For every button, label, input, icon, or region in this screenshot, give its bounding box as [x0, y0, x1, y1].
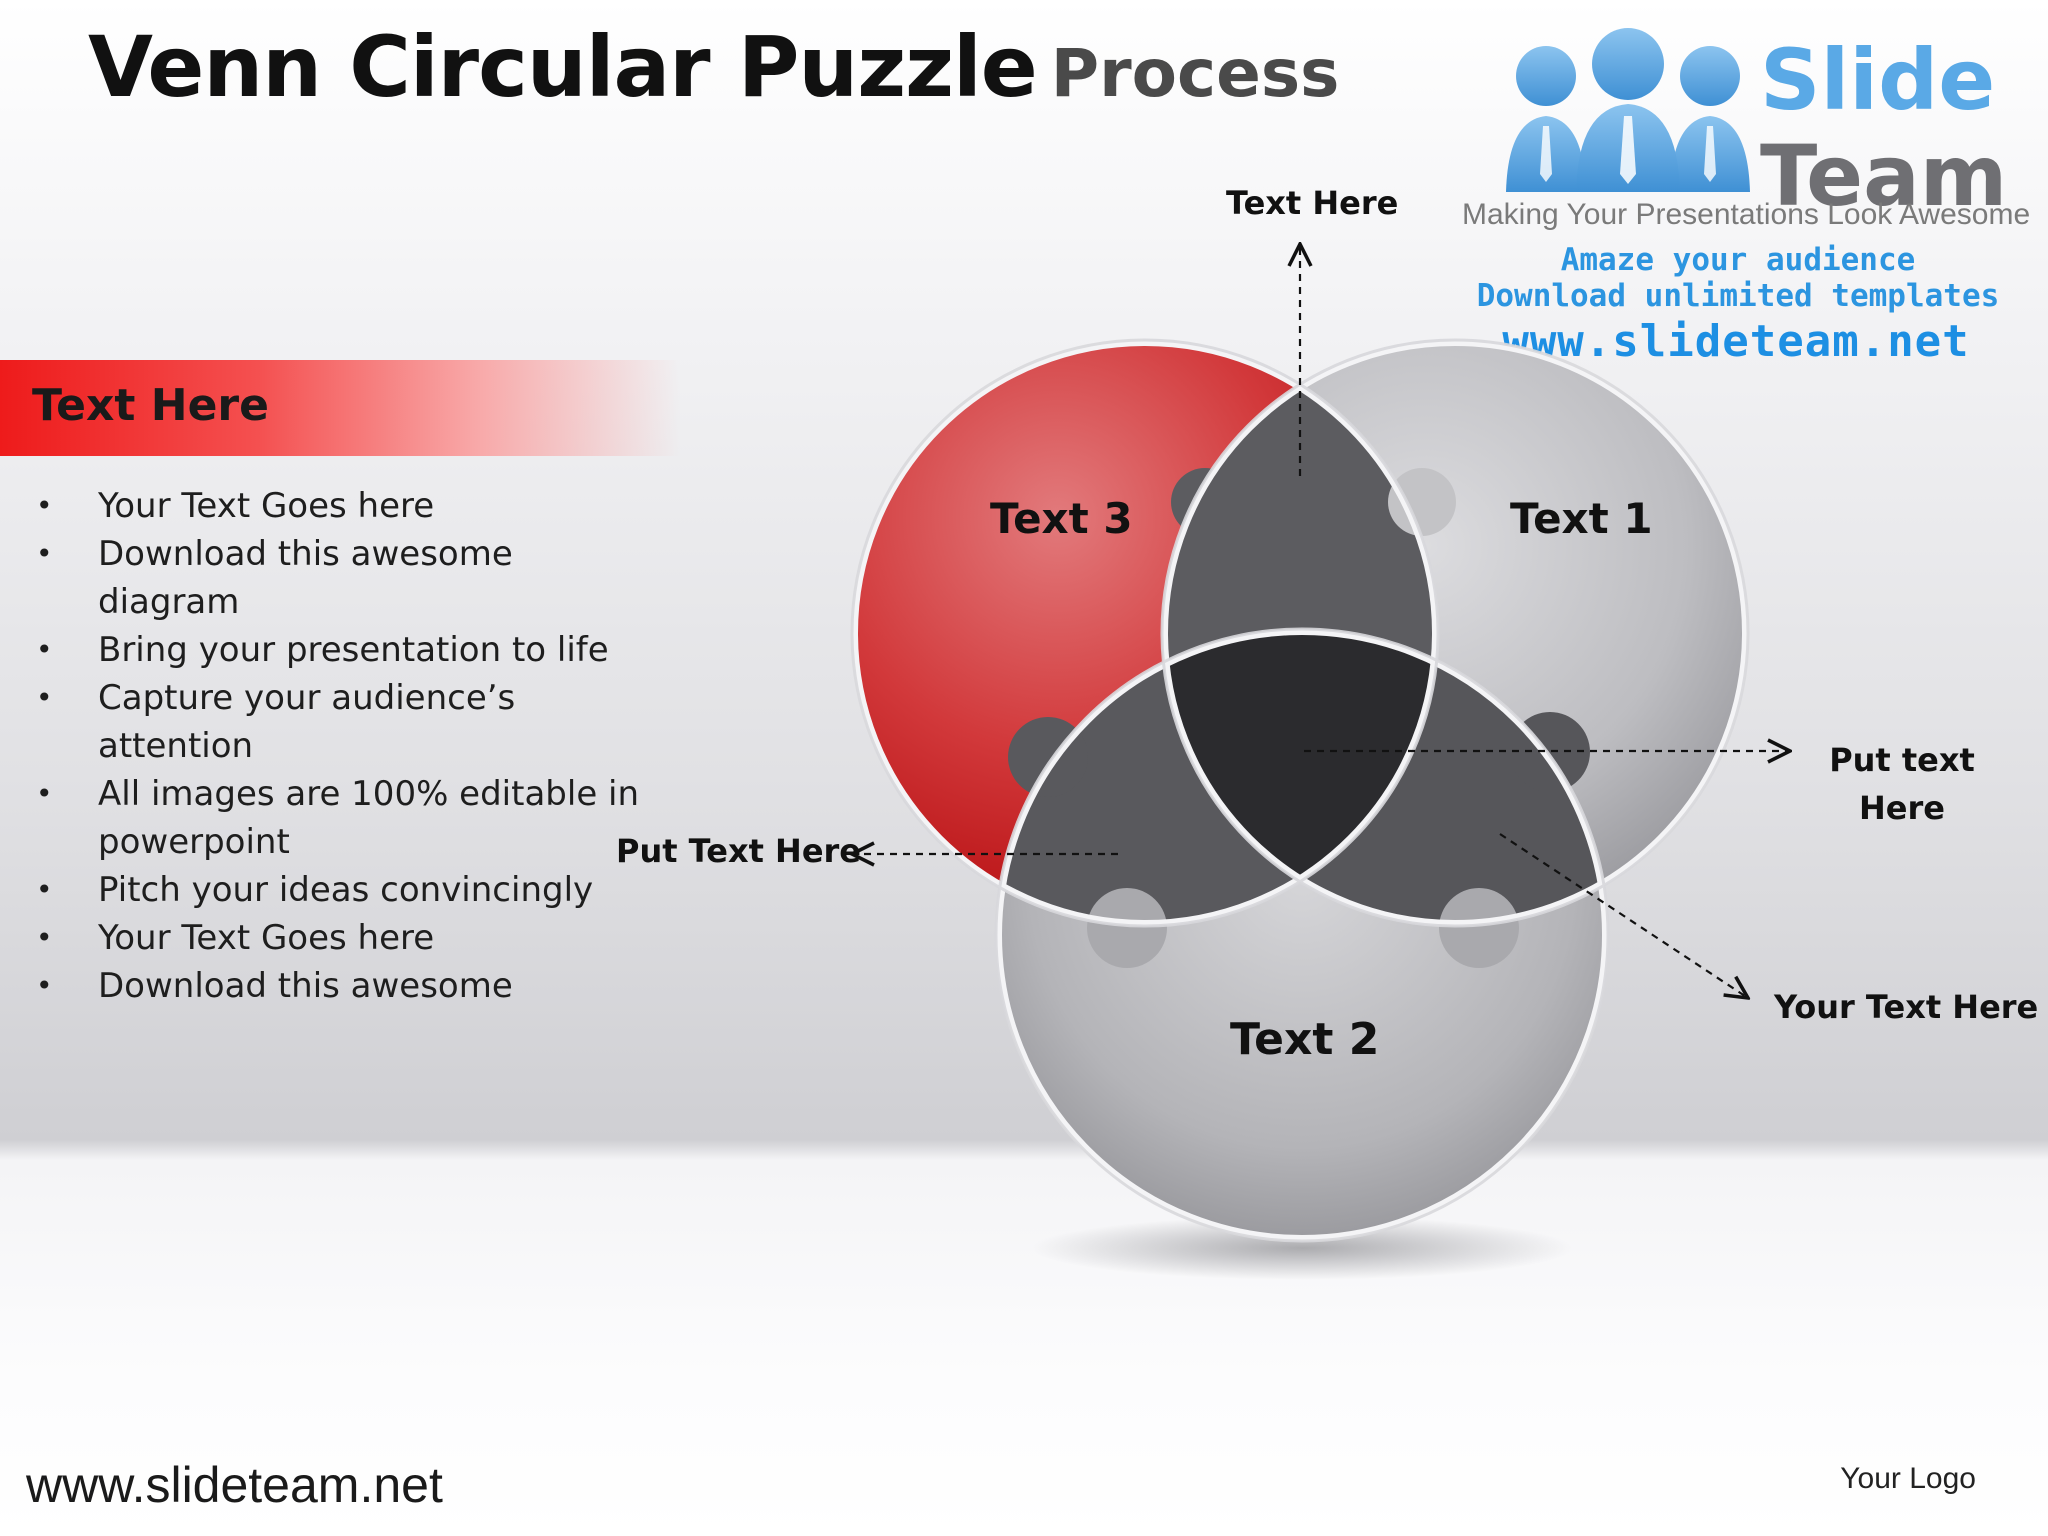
venn-label-text-1: Text 1	[1510, 494, 1653, 543]
bullet-text: Your Text Goes here	[98, 486, 435, 526]
bullet-dot-icon: •	[36, 633, 53, 666]
bullet-text: All images are 100% editable in powerpoi…	[98, 774, 640, 862]
overlap-text1-text2	[1165, 632, 1605, 923]
bullet-dot-icon: •	[36, 921, 53, 954]
callout-left-text: Put Text Here	[616, 832, 861, 870]
bullet-text: Capture your audience’s attention	[98, 678, 516, 766]
bullet-dot-icon: •	[36, 777, 53, 810]
bullet-item: • Download this awesome diagram	[30, 530, 650, 626]
logo-url-link[interactable]: www.slideteam.net	[1502, 316, 1970, 367]
logo-word-slide: Slide	[1760, 31, 1996, 129]
bullet-dot-icon: •	[36, 969, 53, 1002]
bullet-text: Download this awesome	[98, 966, 513, 1006]
callout-bottom-right-text: Your Text Here	[1774, 988, 2039, 1026]
panel-header-bar: Text Here	[0, 360, 680, 456]
people-group-icon	[1506, 28, 1750, 192]
logo-line-download: Download unlimited templates	[1476, 278, 2000, 314]
bullet-text: Bring your presentation to life	[98, 630, 609, 670]
bullet-item: • Capture your audience’s attention	[30, 674, 650, 770]
puzzle-knob-bottom-left	[1087, 888, 1167, 968]
bullet-item: • Pitch your ideas convincingly	[30, 866, 650, 914]
callout-line-bottom-right	[1499, 833, 1748, 998]
overlap-text3-text2	[999, 632, 1435, 923]
bullet-list: • Your Text Goes here • Download this awes…	[30, 482, 650, 1010]
callout-top-text: Text Here	[1226, 184, 1399, 222]
bullet-dot-icon: •	[36, 681, 53, 714]
bullet-item: • Bring your presentation to life	[30, 626, 650, 674]
bullet-item: • Download this awesome	[30, 962, 650, 1010]
bullet-dot-icon: •	[36, 873, 53, 906]
bullet-dot-icon: •	[36, 537, 53, 570]
bullet-item: • All images are 100% editable in powerpo…	[30, 770, 650, 866]
callout-right-line-1: Put text	[1829, 741, 1975, 779]
title-main: Venn Circular Puzzle	[88, 18, 1038, 116]
bullet-item: • Your Text Goes here	[30, 914, 650, 962]
panel-header-title: Text Here	[32, 380, 269, 431]
bullet-dot-icon: •	[36, 489, 53, 522]
footer-logo-placeholder: Your Logo	[1840, 1462, 1976, 1495]
venn-label-text-2: Text 2	[1230, 1014, 1380, 1065]
bullet-text: Pitch your ideas convincingly	[98, 870, 594, 910]
bullet-item: • Your Text Goes here	[30, 482, 650, 530]
callout-right-line-2: Here	[1859, 789, 1945, 827]
logo-line-amaze: Amaze your audience	[1560, 242, 1916, 278]
diagram-shadow	[1032, 1216, 1572, 1280]
title-sub: Process	[1050, 35, 1340, 112]
venn-label-text-3: Text 3	[990, 494, 1133, 543]
logo-word-team: Team	[1760, 127, 2008, 225]
bullet-text: Your Text Goes here	[98, 918, 435, 958]
logo-tagline: Making Your Presentations Look Awesome	[1462, 198, 2031, 231]
footer-url[interactable]: www.slideteam.net	[26, 1457, 443, 1513]
bullet-text: Download this awesome diagram	[98, 534, 513, 622]
puzzle-knob-top-right	[1388, 468, 1456, 536]
puzzle-knob-bottom-right	[1439, 888, 1519, 968]
slideteam-logo[interactable]: Slide Team Making Your Presentations Loo…	[1462, 20, 2030, 380]
